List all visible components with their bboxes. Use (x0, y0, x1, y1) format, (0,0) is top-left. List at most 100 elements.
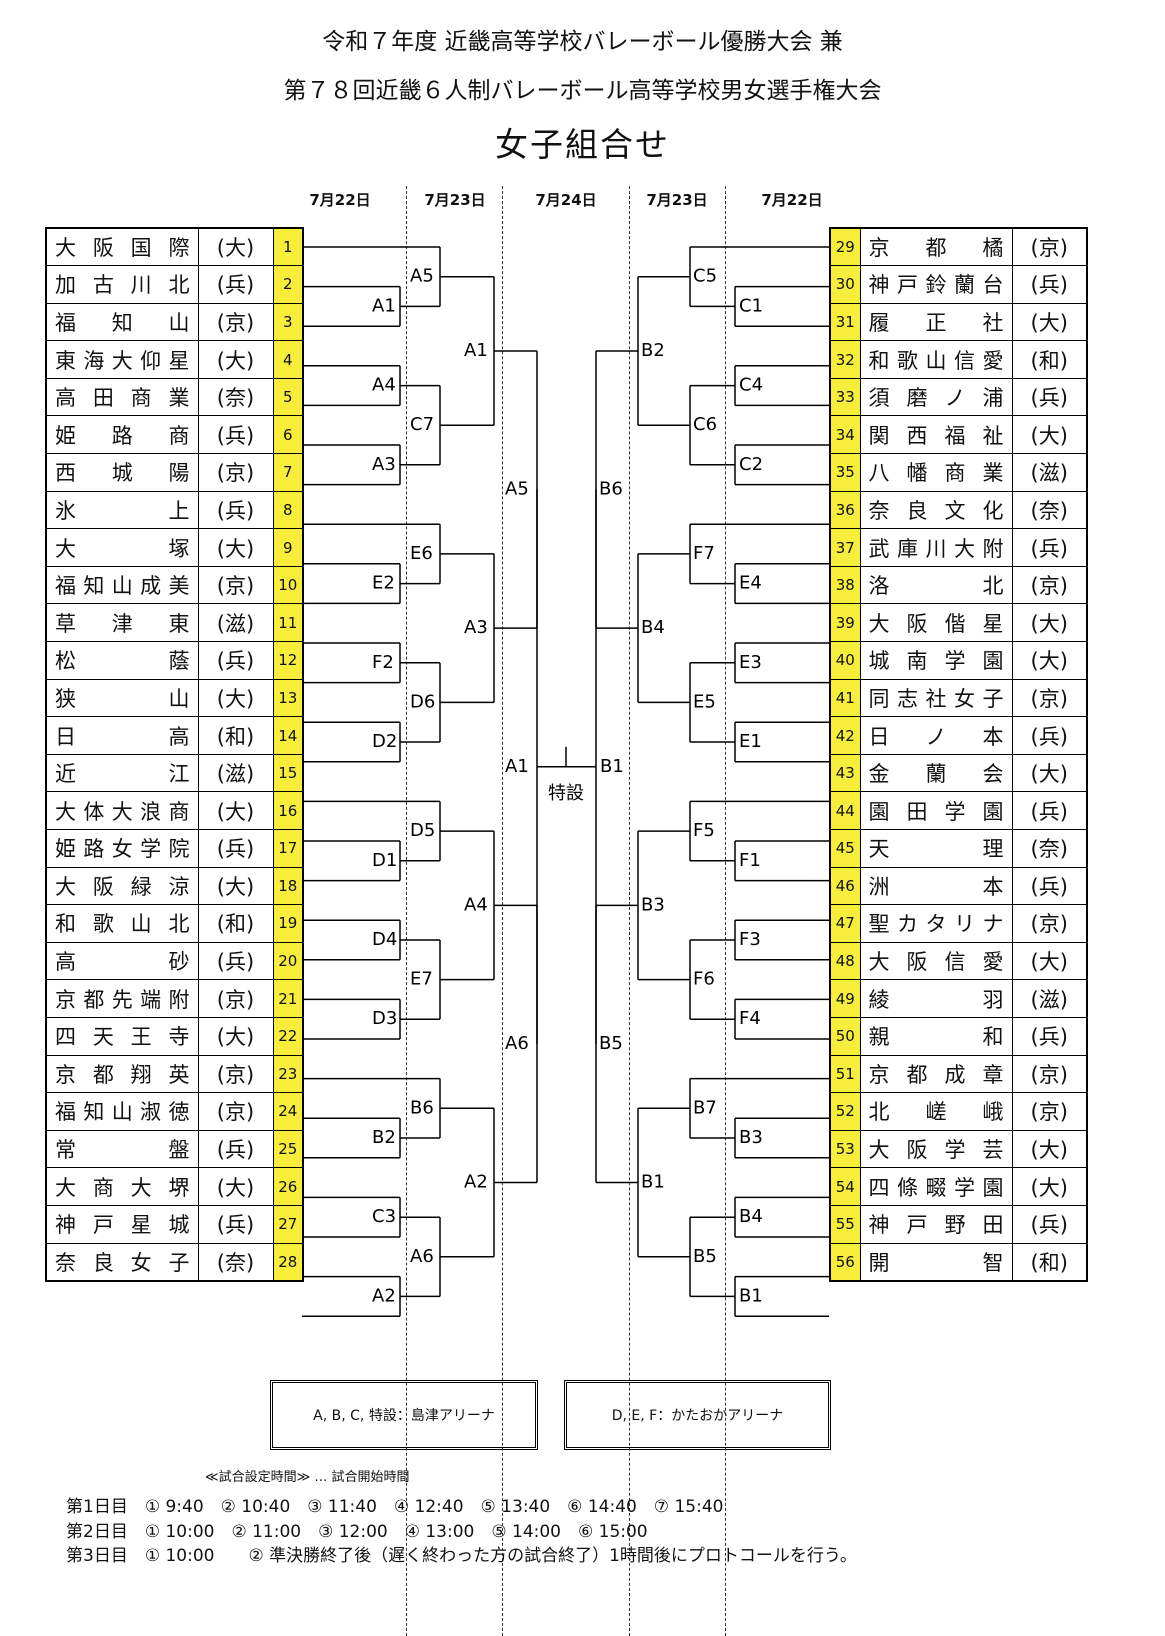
match-label-round2: A5 (410, 266, 434, 287)
team-name: 高砂 (45, 941, 199, 981)
team-name: 姫路女学院 (45, 829, 199, 868)
team-name-text: 京都橘 (868, 236, 1004, 261)
team-name-text: 綾羽 (868, 987, 1004, 1012)
match-label-round1: F3 (739, 929, 761, 950)
draw-number: 6 (272, 415, 304, 455)
match-label-round1: D1 (372, 850, 397, 871)
team-prefecture: (大) (197, 227, 274, 267)
team-row: 福知山淑徳(京)24 (45, 1092, 304, 1131)
draw-number: 26 (272, 1167, 304, 1206)
team-row: 東海大仰星(大)4 (45, 340, 304, 379)
match-label-round1: F4 (739, 1008, 761, 1029)
team-name-text: 神戸鈴蘭台 (868, 273, 1004, 298)
match-label-round2: C5 (693, 266, 717, 287)
draw-number: 5 (272, 377, 304, 417)
team-name-text: 城南学園 (868, 649, 1004, 674)
match-label-round3: B1 (641, 1172, 665, 1193)
team-name-text: 開智 (868, 1250, 1004, 1275)
team-row: 高田商業(奈)5 (45, 377, 304, 417)
match-label-round2: D5 (410, 820, 435, 841)
draw-number: 15 (272, 753, 304, 793)
team-name: 神戸野田 (859, 1204, 1013, 1244)
match-label-round1: C4 (739, 375, 763, 396)
draw-number: 9 (272, 528, 304, 567)
team-name-text: 神戸野田 (868, 1213, 1004, 1238)
team-prefecture: (京) (197, 302, 274, 342)
team-name-text: 履正社 (868, 310, 1004, 335)
draw-number: 56 (829, 1242, 861, 1282)
team-name: 福知山成美 (45, 565, 199, 605)
team-row: 42 日ノ本 (兵) (829, 716, 1088, 755)
team-name-text: 京都翔英 (55, 1062, 190, 1087)
team-name: 日ノ本 (859, 716, 1013, 755)
team-prefecture: (兵) (1011, 716, 1088, 755)
team-prefecture: (奈) (197, 1242, 274, 1282)
team-name-text: 四條畷学園 (868, 1175, 1004, 1200)
draw-number: 55 (829, 1204, 861, 1244)
draw-number: 17 (272, 829, 304, 868)
match-label-round2: E7 (410, 969, 433, 990)
draw-number: 42 (829, 716, 861, 755)
match-label-round1: F1 (739, 850, 761, 871)
draw-number: 1 (272, 227, 304, 267)
team-prefecture: (大) (1011, 603, 1088, 643)
team-name-text: 日ノ本 (868, 724, 1004, 749)
venue-box-kataoka: D, E, F：かたおかアリーナ (564, 1380, 831, 1450)
schedule-day-3: 第3日目 ① 10:00 ② 準決勝終了後（遅く終わった方の試合終了）1時間後に… (66, 1546, 857, 1566)
team-name-text: 大阪国際 (55, 236, 190, 261)
match-label-round2: D6 (410, 691, 435, 712)
draw-number: 44 (829, 791, 861, 830)
team-name-text: 加古川北 (55, 273, 190, 298)
match-label-round1: C2 (739, 454, 763, 475)
team-name-text: 大阪偕星 (868, 611, 1004, 636)
draw-number: 20 (272, 941, 304, 981)
draw-number: 24 (272, 1092, 304, 1131)
team-name-text: 高砂 (55, 950, 190, 975)
draw-number: 13 (272, 678, 304, 718)
team-prefecture: (滋) (1011, 453, 1088, 492)
team-prefecture: (京) (1011, 1054, 1088, 1094)
match-label-round2: E6 (410, 543, 433, 564)
team-name-text: 大阪信愛 (868, 950, 1004, 975)
draw-number: 30 (829, 265, 861, 304)
team-name: 姫路商 (45, 415, 199, 455)
team-name: 武庫川大附 (859, 528, 1013, 567)
draw-number: 12 (272, 641, 304, 680)
team-row: 京都先端附(京)21 (45, 979, 304, 1018)
team-row: 神戸星城(兵)27 (45, 1204, 304, 1244)
team-name-text: 日高 (55, 724, 190, 749)
team-name-text: 四天王寺 (55, 1025, 190, 1050)
team-name: 和歌山信愛 (859, 340, 1013, 379)
match-label-round3: A4 (464, 894, 488, 915)
team-name: 大阪国際 (45, 227, 199, 267)
team-row: 近江(滋)15 (45, 753, 304, 793)
team-prefecture: (兵) (197, 1129, 274, 1169)
schedule-heading: ≪試合設定時間≫ … 試合開始時間 (205, 1470, 410, 1485)
draw-number: 37 (829, 528, 861, 567)
match-label-round2: A6 (410, 1246, 434, 1267)
match-label-round2: C6 (693, 414, 717, 435)
draw-number: 48 (829, 941, 861, 981)
match-label-round1: E3 (739, 652, 762, 673)
team-row: 狭山(大)13 (45, 678, 304, 718)
team-name: 高田商業 (45, 377, 199, 417)
team-prefecture: (大) (197, 1016, 274, 1056)
team-name-text: 草津東 (55, 611, 190, 636)
match-label-round3: B4 (641, 617, 665, 638)
team-prefecture: (京) (197, 453, 274, 492)
draw-number: 47 (829, 904, 861, 943)
team-name: 福知山 (45, 302, 199, 342)
team-name-text: 京都成章 (868, 1062, 1004, 1087)
team-prefecture: (大) (1011, 302, 1088, 342)
draw-number: 23 (272, 1054, 304, 1094)
